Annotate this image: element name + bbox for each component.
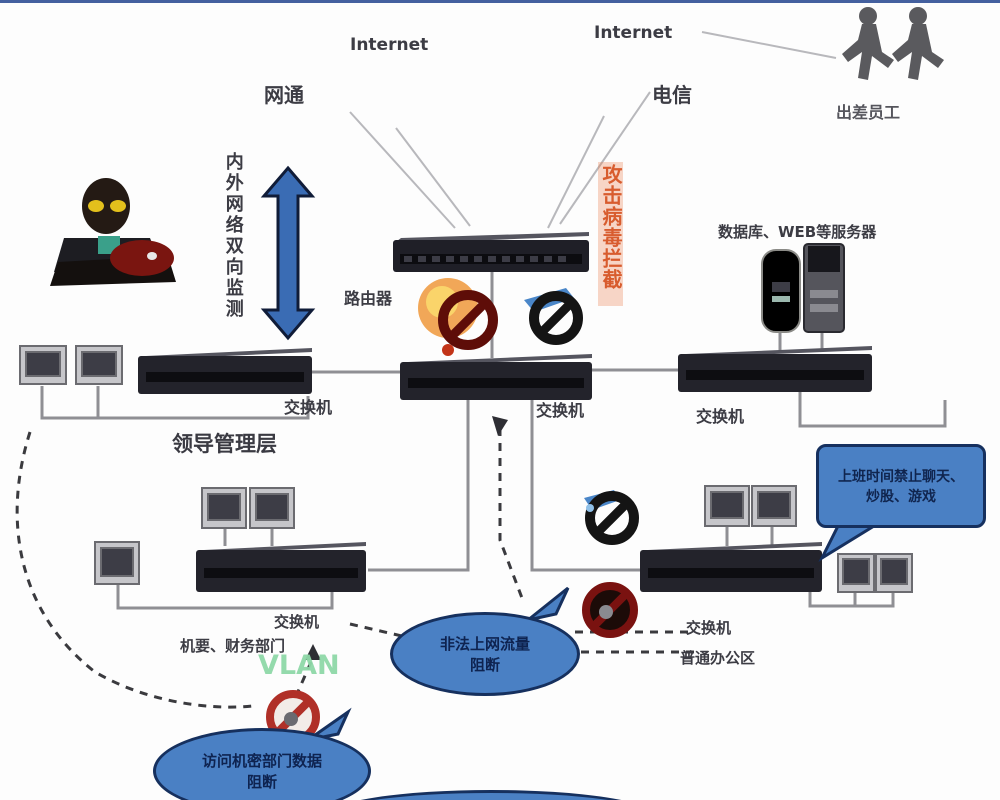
monitor-icon — [75, 345, 123, 385]
callout-traffic-block: 非法上网流量 阻断 — [390, 612, 580, 696]
callout-center-tail — [527, 586, 570, 622]
monitor-icon — [201, 487, 247, 529]
monitor-icon — [837, 553, 875, 593]
switch-finance-device — [196, 542, 366, 592]
switch-right-device — [678, 346, 872, 392]
bubble-line1: 上班时间禁止聊天、 — [838, 469, 964, 485]
monitor-icon — [249, 487, 295, 529]
callout-center-line1: 非法上网流量 — [439, 635, 530, 653]
switch-left-device — [138, 348, 312, 394]
blocked-virus-missile-icon — [524, 288, 583, 345]
monitor-icon — [704, 485, 750, 527]
switch-finance-label: 交换机 — [274, 613, 320, 631]
attack-banner-label: 攻击病毒拦截 — [598, 162, 623, 306]
monitor-icon — [94, 541, 140, 585]
two-way-arrow-icon — [260, 165, 316, 341]
switch-right-label: 交换机 — [696, 407, 745, 426]
monitor-vertical-label: 内外网络双向监测 — [222, 152, 244, 320]
office-area-label: 普通办公区 — [680, 649, 756, 667]
traveling-staff-icons — [842, 7, 944, 80]
down-arrowhead — [492, 416, 508, 436]
monitor-icon — [751, 485, 797, 527]
blocked-traffic-icon — [582, 582, 638, 638]
vlan-label: VLAN — [258, 650, 340, 681]
switch-office-device — [640, 542, 822, 592]
traveling-staff-label: 出差员工 — [836, 103, 901, 122]
monitor-icon — [19, 345, 67, 385]
server-tower-dark-icon — [803, 243, 845, 333]
switch-core-label: 交换机 — [536, 401, 585, 420]
leadership-label: 领导管理层 — [172, 432, 277, 456]
callout-center-line2: 阻断 — [469, 656, 500, 674]
monitor-icon — [875, 553, 913, 593]
internet-uplink-lines — [349, 31, 837, 229]
finance-dept-label: 机要、财务部门 — [180, 637, 286, 655]
router-device — [393, 232, 589, 272]
person-icon — [842, 7, 894, 80]
person-icon — [892, 7, 944, 80]
blocked-threat-icon — [584, 490, 639, 545]
servers-label: 数据库、WEB等服务器 — [718, 223, 877, 241]
blocked-attack-fireball-icon — [418, 278, 498, 356]
workstation-icons — [19, 345, 913, 593]
switch-office-label: 交换机 — [686, 619, 732, 637]
isp-telecom-label: 电信 — [652, 83, 692, 107]
top-border-strip — [0, 0, 1000, 3]
lan-lines — [40, 272, 947, 610]
isp-netcom-label: 网通 — [264, 83, 304, 107]
bubble-line2: 炒股、游戏 — [866, 489, 936, 505]
server-tower-light-icon — [761, 249, 801, 333]
server-icons — [761, 243, 845, 333]
hacker-icon — [50, 178, 176, 286]
internet-right-label: Internet — [594, 23, 673, 43]
switch-left-label: 交换机 — [284, 398, 333, 417]
policy-speech-bubble: 上班时间禁止聊天、 炒股、游戏 — [816, 444, 986, 528]
router-label: 路由器 — [344, 289, 393, 308]
switch-core-device — [400, 354, 592, 400]
callout-left-line1: 访问机密部门数据 — [201, 752, 322, 770]
callout-access-block: 访问机密部门数据 阻断 — [153, 728, 371, 800]
callout-left-line2: 阻断 — [246, 773, 277, 791]
internet-left-label: Internet — [350, 35, 429, 55]
up-arrowhead — [305, 644, 321, 660]
